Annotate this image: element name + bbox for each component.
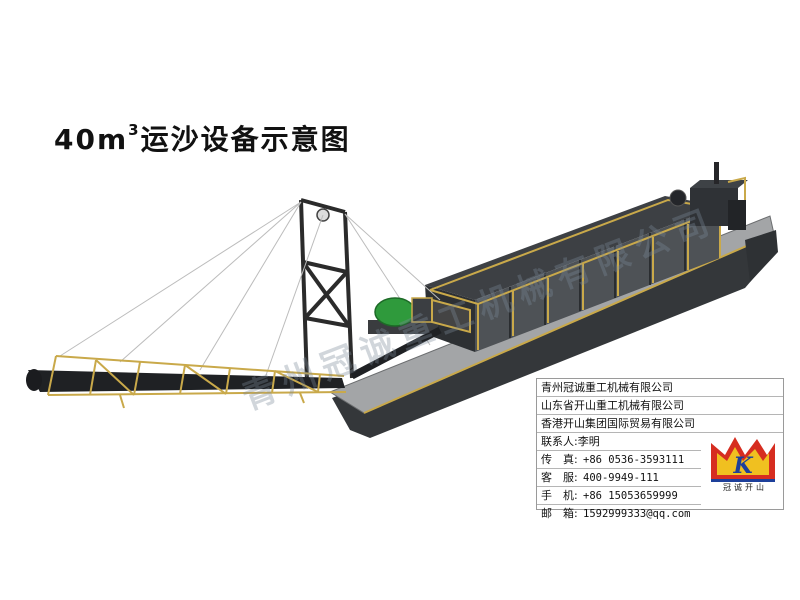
service-label: 客 服: — [541, 471, 578, 484]
hull-side — [332, 232, 776, 438]
title-superscript: 3 — [128, 120, 141, 139]
engine-fan — [669, 189, 687, 207]
hull-deck-edge — [363, 233, 775, 414]
service-value: 400-9949-111 — [583, 472, 659, 484]
logo-base — [711, 479, 775, 482]
engine-exhaust — [714, 162, 719, 184]
hopper-front — [475, 206, 720, 352]
diagram-title: 40m3运沙设备示意图 — [54, 118, 351, 158]
fax-row: 传 真: +86 0536-3593111 — [537, 451, 701, 469]
mobile-label: 手 机: — [541, 489, 578, 502]
company-name-3: 香港开山集团国际贸易有限公司 — [537, 415, 783, 433]
contact-value: 李明 — [577, 435, 600, 448]
email-label: 邮 箱: — [541, 507, 578, 520]
conveyor-belt — [28, 370, 345, 392]
company-name-2: 山东省开山重工机械有限公司 — [537, 397, 783, 415]
hopper-top — [425, 196, 720, 300]
engine-cabinet — [728, 200, 746, 230]
logo-mark: K — [732, 453, 753, 479]
conveyor-end-drum — [26, 369, 42, 391]
stay-cables — [59, 201, 441, 379]
logo-crown-inner — [717, 447, 769, 475]
email-value: 1592999333@qq.com — [583, 508, 691, 520]
logo-text: 冠诚开山 — [723, 483, 767, 492]
mobile-row: 手 机: +86 15053659999 — [537, 487, 701, 505]
engine-handrail — [727, 176, 746, 200]
discharge-chute — [431, 298, 471, 334]
feed-conveyor — [350, 326, 442, 380]
title-volume: 40m — [54, 123, 129, 156]
gantry-mast — [299, 198, 354, 383]
hopper-ribs — [509, 219, 686, 338]
mobile-value: +86 15053659999 — [583, 490, 678, 502]
contact-info-panel: 青州冠诚重工机械有限公司 山东省开山重工机械有限公司 香港开山集团国际贸易有限公… — [536, 378, 784, 520]
email-row: 邮 箱: 1592999333@qq.com — [537, 505, 783, 522]
contact-label: 联系人: — [541, 435, 578, 448]
company-logo: K — [711, 437, 775, 482]
service-row: 客 服: 400-9949-111 — [537, 469, 701, 487]
title-text: 运沙设备示意图 — [140, 123, 351, 156]
company-name-1: 青州冠诚重工机械有限公司 — [537, 379, 783, 397]
hull-bow — [745, 230, 778, 282]
fax-label: 传 真: — [541, 453, 578, 466]
conveyor-truss — [47, 355, 347, 409]
contact-row: 联系人:李明 — [537, 433, 701, 451]
fax-value: +86 0536-3593111 — [583, 454, 685, 466]
